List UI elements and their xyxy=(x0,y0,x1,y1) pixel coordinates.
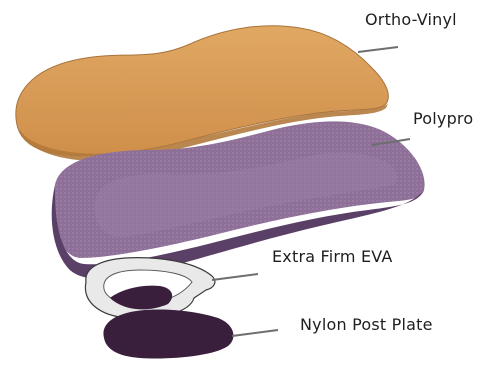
ortho-vinyl-leader-line xyxy=(358,47,398,52)
nylon-post-plate-label: Nylon Post Plate xyxy=(300,316,433,334)
nylon-post-plate-layer xyxy=(103,309,233,358)
extra-firm-eva-leader-line xyxy=(212,274,258,280)
nylon-post-plate-leader-line xyxy=(232,330,278,336)
ortho-vinyl-label: Ortho-Vinyl xyxy=(365,11,457,29)
extra-firm-eva-label: Extra Firm EVA xyxy=(272,248,393,266)
polypro-label: Polypro xyxy=(413,110,473,128)
